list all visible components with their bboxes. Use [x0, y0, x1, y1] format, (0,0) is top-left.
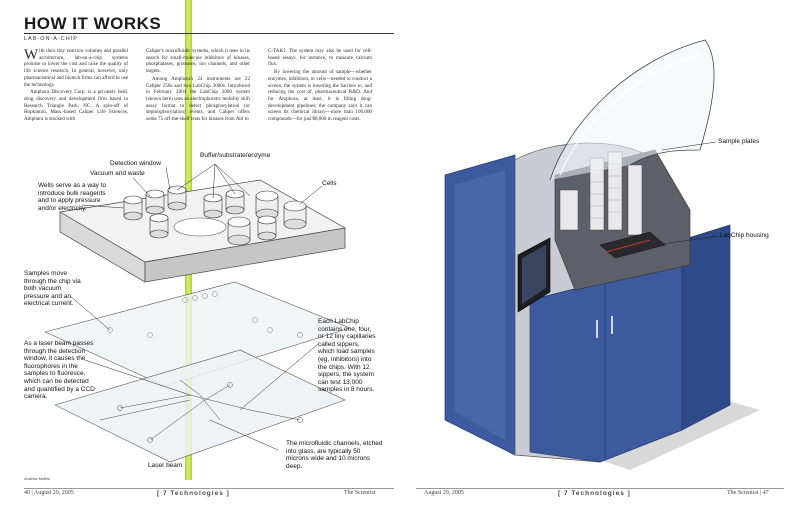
- label-cells: Cells: [322, 180, 337, 187]
- illustration-credit: Andrew Moffat: [24, 476, 50, 481]
- glass-layer-top: [44, 281, 351, 387]
- left-footer-rule: [24, 488, 394, 489]
- side-panel-highlight: [455, 170, 505, 440]
- right-footer-rule: [416, 488, 784, 489]
- article-column-2: Caliper's microfluidic systems, which it…: [146, 48, 250, 124]
- drop-cap: W: [24, 47, 39, 63]
- col2-paragraph-1: Caliper's microfluidic systems, which it…: [146, 48, 250, 75]
- left-footer-section: [ 7 Technologies ]: [157, 490, 230, 497]
- right-page-number: 47: [762, 490, 769, 496]
- lid: [549, 39, 715, 181]
- col3-paragraph-2: By lowering the amount of sample—whether…: [268, 69, 372, 123]
- labchip-machine: [444, 39, 760, 470]
- label-labchip-housing: LabChip housing: [720, 232, 769, 239]
- label-samples: Samples move through the chip via both v…: [24, 270, 81, 308]
- left-footer-date: August 29, 2005: [33, 490, 74, 496]
- left-footer-page: 40 | August 29, 2005: [24, 490, 74, 496]
- label-channels: The microfluidic channels, etched into g…: [286, 440, 383, 470]
- right-page: Sample plates LabChip housing August 29,…: [400, 0, 800, 509]
- col3-paragraph-1: C-TAK1. The system may also be used for …: [268, 48, 372, 68]
- title-rule: [24, 33, 394, 34]
- label-labchip-desc: Each LabChip contains one, four, or 12 t…: [318, 318, 376, 394]
- label-laser-beam: Laser beam: [148, 462, 183, 469]
- reservoir-wells: [123, 185, 307, 246]
- sample-plates: [559, 151, 643, 236]
- right-footer-pub: The Scientist | 47: [727, 490, 769, 496]
- leader-lines: [69, 163, 323, 451]
- glass-layer-bottom: [54, 349, 346, 463]
- page-title: HOW IT WORKS: [24, 14, 162, 33]
- label-sample-plates: Sample plates: [718, 138, 760, 145]
- right-footer-section: [ 7 Technologies ]: [558, 490, 631, 497]
- right-footer-date: August 29, 2005: [424, 490, 464, 496]
- label-laser-passes: As a laser beam passes through the detec…: [24, 340, 95, 401]
- label-wells: Wells serve as a way to introduce bulk r…: [38, 182, 107, 212]
- col1-paragraph-2: Amphora Discovery Corp. is a privately h…: [24, 89, 128, 123]
- left-page-number: 40: [24, 490, 30, 496]
- label-vacuum: Vacuum and waste: [90, 170, 145, 177]
- page-subtitle: LAB-ON-A-CHIP: [24, 36, 78, 42]
- label-buffer: Buffer/substrate/enzyme: [200, 152, 271, 159]
- left-footer-pub: The Scientist: [344, 490, 376, 496]
- label-detection-window: Detection window: [110, 160, 161, 167]
- col2-paragraph-2: Among Amphora's 24 instruments are 22 Ca…: [146, 75, 250, 123]
- chip-diagram: [44, 163, 351, 463]
- right-side-panel: [681, 224, 731, 431]
- right-footer-publication: The Scientist: [727, 490, 759, 496]
- col1-paragraph-1: ith their tiny reaction volumes and para…: [24, 48, 128, 88]
- article-column-3: C-TAK1. The system may also be used for …: [268, 48, 372, 124]
